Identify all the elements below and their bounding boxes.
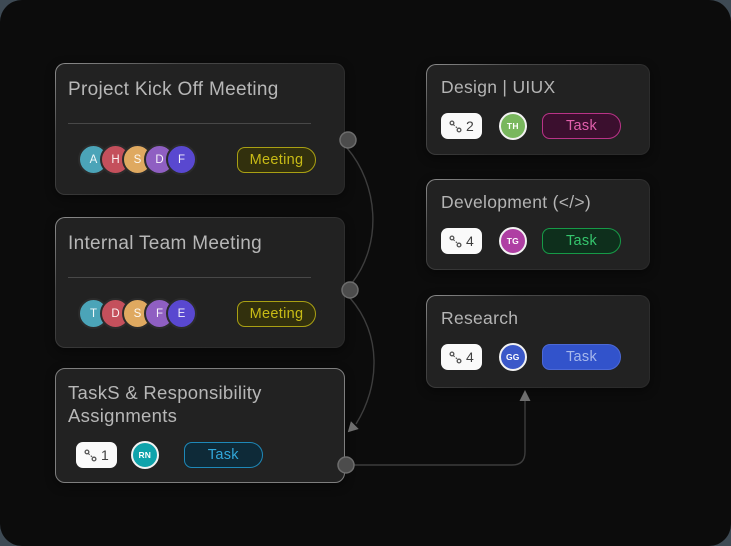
- assignee-avatar[interactable]: TG: [498, 227, 527, 255]
- subtask-count: 4: [466, 233, 474, 249]
- card-title-development: Development (</>): [441, 192, 592, 212]
- node-card-internal-meeting[interactable]: Internal Team Meeting T D S F E Meeting: [55, 217, 345, 348]
- card-title-project-kickoff: Project Kick Off Meeting: [68, 79, 279, 100]
- card-footer-row: 2 TH Task: [441, 112, 621, 140]
- divider: [68, 277, 311, 278]
- task-badge[interactable]: Task: [183, 442, 263, 468]
- route-icon: [84, 448, 97, 462]
- connector-tasks-to-research[interactable]: [354, 401, 526, 466]
- subtask-count: 1: [101, 447, 109, 463]
- node-card-development[interactable]: Development (</>) 4 TG Task: [426, 179, 650, 270]
- avatar-stack: A H S D F: [78, 144, 197, 175]
- node-card-tasks-assignments[interactable]: TaskS & Responsibility Assignments 1 RN …: [55, 368, 345, 483]
- subtask-counter[interactable]: 1: [76, 442, 117, 468]
- subtask-counter[interactable]: 2: [441, 113, 482, 139]
- connector-internal-to-tasks[interactable]: [349, 297, 375, 425]
- task-badge[interactable]: Task: [542, 113, 621, 139]
- route-icon: [449, 234, 462, 248]
- subtask-count: 2: [466, 118, 474, 134]
- route-icon: [449, 119, 462, 133]
- meeting-badge[interactable]: Meeting: [237, 146, 316, 173]
- route-icon: [449, 350, 462, 364]
- card-footer-row: A H S D F Meeting: [78, 144, 316, 175]
- card-title-tasks-assignments: TaskS & Responsibility Assignments: [68, 382, 262, 426]
- arrowhead-into-tasks: [347, 421, 359, 433]
- task-badge[interactable]: Task: [542, 344, 621, 370]
- card-title-design: Design | UIUX: [441, 77, 556, 97]
- card-footer-row: 4 TG Task: [441, 227, 621, 255]
- avatar[interactable]: F: [166, 144, 197, 175]
- subtask-counter[interactable]: 4: [441, 344, 482, 370]
- assignee-avatar[interactable]: RN: [130, 441, 159, 469]
- avatar-stack: T D S F E: [78, 298, 197, 329]
- subtask-count: 4: [466, 349, 474, 365]
- assignee-avatar[interactable]: TH: [498, 112, 527, 140]
- card-footer-row: 1 RN Task: [76, 441, 344, 469]
- arrowhead-into-research: [519, 390, 531, 401]
- card-footer-row: T D S F E Meeting: [78, 298, 316, 329]
- node-card-design[interactable]: Design | UIUX 2 TH Task: [426, 64, 650, 155]
- avatar[interactable]: H: [100, 144, 131, 175]
- avatar[interactable]: E: [166, 298, 197, 329]
- divider: [68, 123, 311, 124]
- node-card-research[interactable]: Research 4 GG Task: [426, 295, 650, 388]
- card-title-internal-meeting: Internal Team Meeting: [68, 233, 262, 254]
- connector-kickoff-to-internal[interactable]: [346, 147, 374, 284]
- subtask-counter[interactable]: 4: [441, 228, 482, 254]
- node-card-project-kickoff[interactable]: Project Kick Off Meeting A H S D F Meeti…: [55, 63, 345, 195]
- assignee-avatar[interactable]: GG: [498, 343, 527, 371]
- card-title-research: Research: [441, 308, 519, 328]
- meeting-badge[interactable]: Meeting: [237, 300, 316, 327]
- card-footer-row: 4 GG Task: [441, 343, 621, 371]
- task-badge[interactable]: Task: [542, 228, 621, 254]
